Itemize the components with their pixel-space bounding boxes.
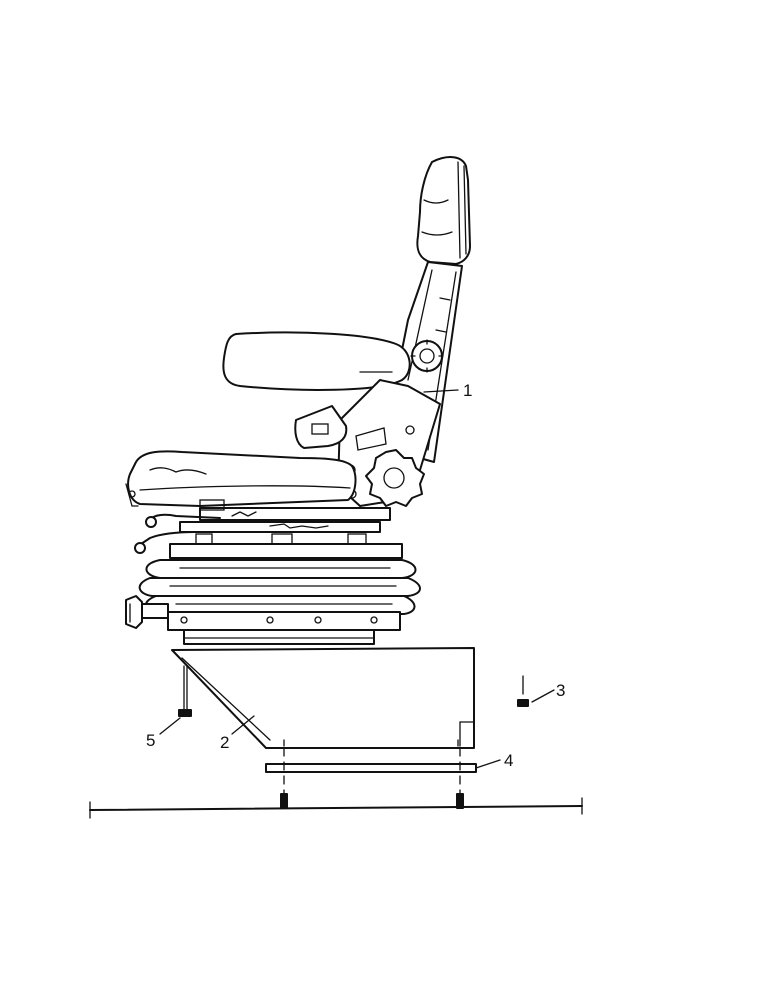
callout-label-3: 3 [556,681,565,700]
slide-rail-mechanism [179,499,391,545]
weight-adjust-knob-icon [125,595,169,629]
backrest-knob-icon [410,339,444,373]
bolt [178,665,192,717]
callout-label-4: 4 [504,751,513,770]
headrest [416,156,471,265]
suspension-bellows [138,543,421,631]
callout-leaders [159,389,555,769]
seat-base-bracket [171,647,475,749]
callout-label-5: 5 [146,731,155,750]
recline-knob-icon [365,449,425,507]
alignment-lines [283,747,461,801]
seat-belt-buckle [294,405,348,449]
mounting-plate [265,763,477,773]
callout-label-1: 1 [463,381,472,400]
seat-pedestal [183,629,375,645]
callout-label-2: 2 [220,733,229,752]
seat-cushion [125,450,357,507]
nut [517,675,529,707]
cab-floor [89,797,583,819]
seat-assembly [125,156,471,645]
fore-aft-lever-icon [134,513,221,554]
armrest [222,331,411,391]
floor-studs [280,793,464,809]
